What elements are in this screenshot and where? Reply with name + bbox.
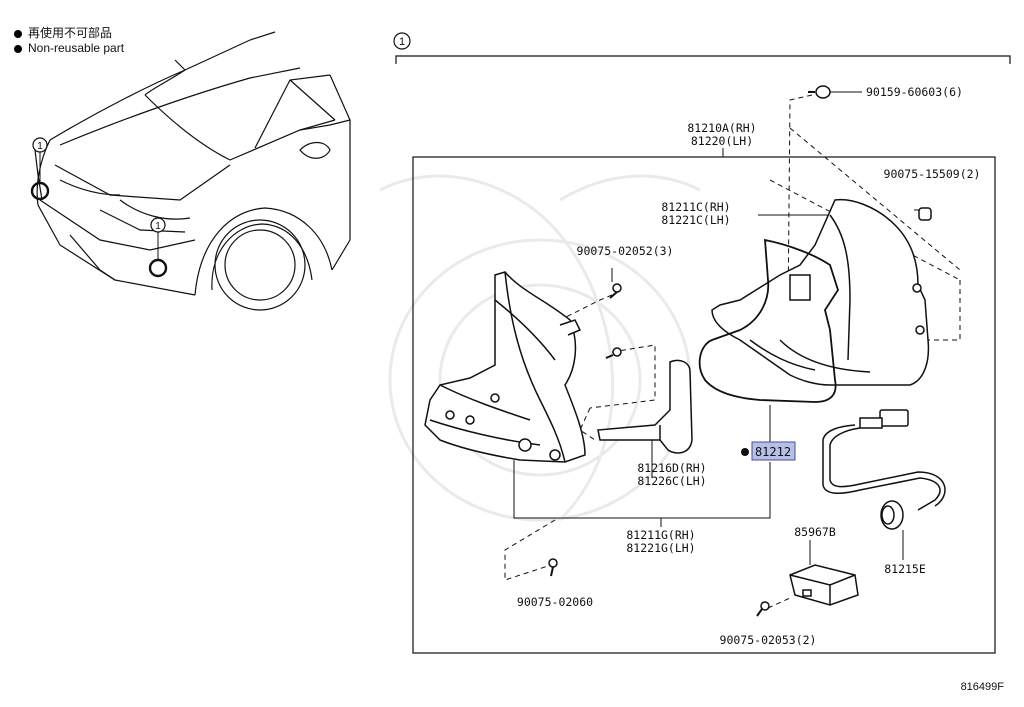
label-90075-02053: 90075-02053(2) xyxy=(720,633,817,647)
label-81211c: 81211C(RH) xyxy=(661,200,730,214)
legend-en-row: Non-reusable part xyxy=(14,41,124,55)
legend-jp-text: 再使用不可部品 xyxy=(28,26,113,40)
dashed-leaders xyxy=(504,94,961,609)
legend-jp-row: 再使用不可部品 xyxy=(14,24,112,41)
screw-90075-02052-b-icon xyxy=(605,347,622,359)
fog-lamp-housing xyxy=(424,271,586,463)
bezel-81211c xyxy=(711,198,930,386)
screw-90075-02052-icon xyxy=(609,283,622,299)
module-85967b xyxy=(789,564,859,606)
clip-90159-icon xyxy=(808,85,862,99)
label-81221c: 81221C(LH) xyxy=(661,213,730,227)
car-marker-fog-left: 1 xyxy=(30,137,50,201)
label-85967b: 85967B xyxy=(794,525,836,539)
part-labels: 90159-60603(6) 81210A(RH) 81220(LH) 9007… xyxy=(517,85,1004,693)
wire-harness xyxy=(822,409,946,530)
assembly-frame xyxy=(412,156,996,654)
label-81215e: 81215E xyxy=(884,562,926,576)
bracket-81216d xyxy=(597,359,693,454)
label-81210a: 81210A(RH) xyxy=(687,121,756,135)
label-90075-02052: 90075-02052(3) xyxy=(577,244,674,258)
label-81216d: 81216D(RH) xyxy=(637,461,706,475)
non-reusable-dot-icon xyxy=(14,29,22,38)
label-81221g: 81221G(LH) xyxy=(626,541,695,555)
legend-en-text: Non-reusable part xyxy=(28,41,125,55)
marker-label: 1 xyxy=(155,221,161,232)
non-reusable-dot-icon xyxy=(14,44,22,53)
label-90159-60603: 90159-60603(6) xyxy=(866,85,963,99)
highlight-81212 xyxy=(751,441,796,461)
figure-id: 816499F xyxy=(961,681,1005,693)
car-marker-fog-right: 1 xyxy=(148,217,168,278)
car-sketch xyxy=(34,31,351,311)
section-bracket: 1 xyxy=(393,32,1011,64)
label-81212: 81212 xyxy=(755,445,791,459)
label-81220: 81220(LH) xyxy=(691,134,753,148)
watermark-emblem xyxy=(379,174,701,522)
label-90075-15509: 90075-15509(2) xyxy=(884,167,981,181)
screw-90075-02060-icon xyxy=(548,558,558,577)
non-reusable-dot-icon xyxy=(741,448,749,456)
label-81226c: 81226C(LH) xyxy=(637,474,706,488)
gasket-81212 xyxy=(698,238,839,403)
section-marker-label: 1 xyxy=(399,36,405,48)
label-81211g: 81211G(RH) xyxy=(626,528,695,542)
marker-label: 1 xyxy=(37,141,43,152)
nut-90075-15509-icon xyxy=(918,207,932,221)
label-90075-02060: 90075-02060 xyxy=(517,595,593,609)
screw-90075-02053-icon xyxy=(756,601,770,617)
